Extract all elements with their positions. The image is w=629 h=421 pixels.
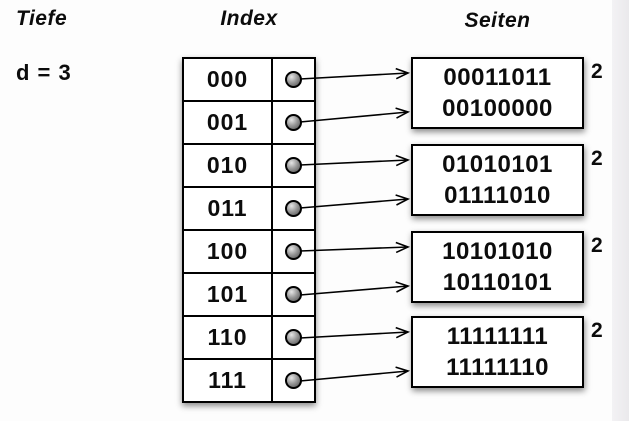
index-pointer-cell <box>271 188 314 229</box>
page-box-2: 01010101 01111010 <box>411 144 584 216</box>
index-row-100: 100 <box>184 231 314 274</box>
pointer-dot <box>285 286 302 303</box>
right-edge-strip <box>612 0 629 421</box>
local-depth-badge-3: 2 <box>591 234 603 257</box>
pointer-dot <box>285 243 302 260</box>
index-entry-label: 011 <box>207 195 248 221</box>
pointer-dot <box>285 71 302 88</box>
arrow-010-to-page2 <box>299 154 411 167</box>
page-record: 10110101 <box>442 269 553 296</box>
index-entry-label: 110 <box>207 324 248 350</box>
index-entry-label: 111 <box>208 367 247 393</box>
index-row-000: 000 <box>184 59 314 102</box>
arrow-100-to-page3 <box>299 241 411 254</box>
page-record: 01010101 <box>442 151 553 178</box>
pointer-dot <box>285 114 302 131</box>
arrow-000-to-page1 <box>299 67 411 80</box>
depth-header: Tiefe <box>16 7 68 30</box>
arrow-101-to-page3 <box>299 281 411 296</box>
index-pointer-cell <box>271 360 314 401</box>
index-pointer-cell <box>271 231 314 272</box>
page-record: 11111110 <box>446 354 549 381</box>
pointer-dot <box>285 329 302 346</box>
local-depth-badge-1: 2 <box>591 60 603 83</box>
index-entry-label: 101 <box>206 281 249 307</box>
index-entry-label: 100 <box>206 238 249 264</box>
page-record: 00100000 <box>442 95 553 122</box>
pointer-dot <box>285 372 302 389</box>
page-record: 00011011 <box>443 64 552 91</box>
index-row-110: 110 <box>184 317 314 360</box>
pointer-dot <box>285 157 302 174</box>
page-box-4: 11111111 11111110 <box>411 316 584 388</box>
page-box-3: 10101010 10110101 <box>411 231 584 303</box>
arrow-111-to-page4 <box>299 366 411 382</box>
index-row-001: 001 <box>184 102 314 145</box>
page-record: 10101010 <box>442 238 553 265</box>
index-pointer-cell <box>271 145 314 186</box>
index-table: 000 001 010 011 100 101 110 111 <box>182 57 316 403</box>
index-header: Index <box>220 7 278 30</box>
local-depth-badge-4: 2 <box>591 319 603 342</box>
index-row-010: 010 <box>184 145 314 188</box>
page-record: 01111010 <box>444 182 551 209</box>
index-pointer-cell <box>271 274 314 315</box>
index-row-111: 111 <box>184 360 314 401</box>
index-pointer-cell <box>271 102 314 143</box>
pointer-dot <box>285 200 302 217</box>
page-record: 11111111 <box>446 323 549 350</box>
pages-header: Seiten <box>464 9 531 32</box>
index-entry-label: 010 <box>206 152 249 178</box>
index-entry-label: 000 <box>206 66 249 92</box>
index-entry-label: 001 <box>206 109 249 135</box>
arrow-001-to-page1 <box>299 107 411 123</box>
index-row-101: 101 <box>184 274 314 317</box>
index-row-011: 011 <box>184 188 314 231</box>
arrow-011-to-page2 <box>299 194 411 209</box>
local-depth-badge-2: 2 <box>591 147 603 170</box>
arrow-110-to-page4 <box>299 326 411 339</box>
page-box-1: 00011011 00100000 <box>411 57 584 129</box>
global-depth-value: d = 3 <box>16 60 72 85</box>
index-pointer-cell <box>271 59 314 100</box>
index-pointer-cell <box>271 317 314 358</box>
